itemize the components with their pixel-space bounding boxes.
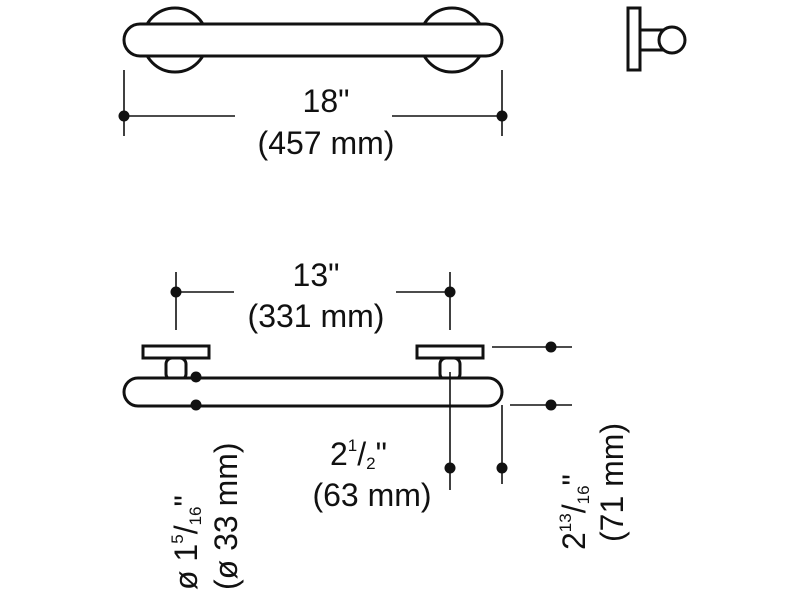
left-wall-plate xyxy=(141,344,211,360)
depth-mm: (71 mm) xyxy=(594,423,630,542)
projection-dot xyxy=(444,462,456,474)
top-dim-dot-right xyxy=(496,110,508,122)
diameter-label: ø 15/16" (ø 33 mm) xyxy=(168,442,244,590)
diameter-dot-top xyxy=(190,371,202,383)
span-dot-right xyxy=(444,286,456,298)
top-view: 18" (457 mm) xyxy=(118,6,508,161)
projection-mm: (63 mm) xyxy=(312,477,431,513)
projection-in: 21/2" xyxy=(330,436,387,473)
depth-in: 213/16" xyxy=(556,474,593,550)
diameter-in: ø 15/16" xyxy=(168,495,205,590)
front-view: 13" (331 mm) 21/2" (63 mm) ø 15/16" xyxy=(122,257,630,590)
depth-dot-bottom xyxy=(545,399,557,411)
span-mm: (331 mm) xyxy=(248,298,385,334)
diameter-mm: (ø 33 mm) xyxy=(208,442,244,590)
top-bar xyxy=(122,22,504,58)
side-bar-section xyxy=(657,25,687,55)
depth-dot-top xyxy=(545,341,557,353)
side-view xyxy=(626,6,687,72)
span-in: 13" xyxy=(293,257,340,293)
top-dim-dot-left xyxy=(118,110,130,122)
top-length-mm: (457 mm) xyxy=(258,125,395,161)
front-bar xyxy=(122,376,504,408)
diameter-dot-bottom xyxy=(190,399,202,411)
span-dot-left xyxy=(170,286,182,298)
side-flange xyxy=(626,6,642,72)
depth-label: 213/16" (71 mm) xyxy=(556,423,630,550)
right-wall-plate xyxy=(415,344,485,360)
depth-dot-lower xyxy=(496,462,508,474)
top-length-in: 18" xyxy=(303,83,350,119)
